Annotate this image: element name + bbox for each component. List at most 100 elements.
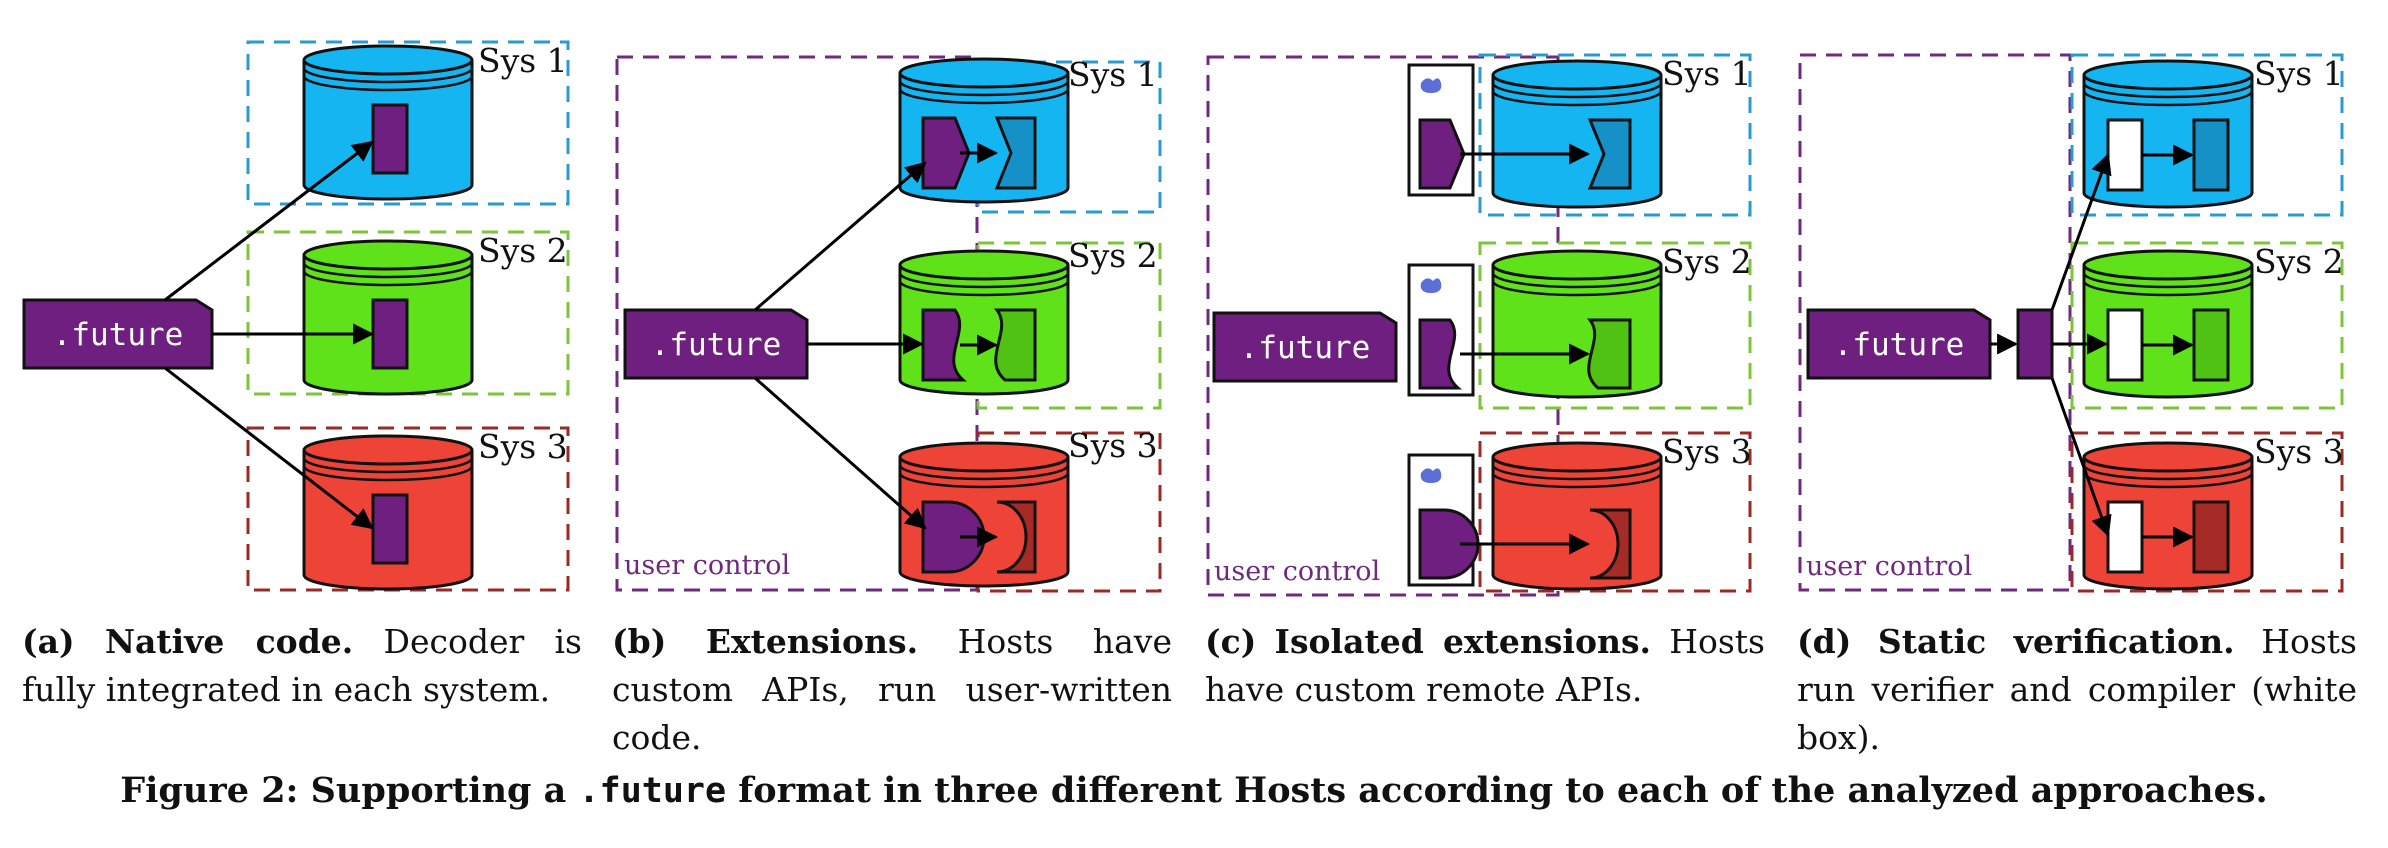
api-socket-b-2 bbox=[993, 308, 1037, 382]
cylinder-ring bbox=[2082, 280, 2254, 297]
extension-plug-b-2 bbox=[921, 308, 967, 382]
sys-label-a-2: Sys 2 bbox=[478, 231, 568, 270]
sys-boundary-d-3 bbox=[2070, 431, 2344, 593]
api-socket-c-1 bbox=[1587, 118, 1632, 190]
sys-label-d-2: Sys 2 bbox=[2254, 242, 2344, 281]
sys-label-c-1: Sys 1 bbox=[1662, 54, 1752, 93]
cylinder-ring bbox=[1491, 472, 1663, 489]
arrow-a-1 bbox=[164, 140, 374, 302]
cylinder-body bbox=[1491, 457, 1663, 591]
cylinder-ring bbox=[1491, 82, 1663, 99]
future-box-d bbox=[1806, 308, 1992, 380]
panel-d-tag: (d) bbox=[1797, 622, 1852, 661]
cylinder-ring bbox=[898, 80, 1070, 97]
cylinder-top bbox=[2082, 59, 2254, 91]
extension-plug-c-3 bbox=[1418, 508, 1480, 580]
sys-label-b-2: Sys 2 bbox=[1068, 236, 1158, 275]
cylinder-ring bbox=[2082, 272, 2254, 289]
native-api-d-1 bbox=[2192, 118, 2230, 192]
sys-boundary-c-3 bbox=[1478, 431, 1752, 593]
api-socket-c-2 bbox=[1586, 318, 1632, 390]
api-socket-c-3 bbox=[1589, 508, 1632, 580]
cylinder-ring bbox=[2082, 82, 2254, 99]
cylinder-top bbox=[302, 239, 474, 271]
panel-a-text: Decoder is fully integrated in each syst… bbox=[22, 622, 582, 709]
compiled-code-d-1 bbox=[2106, 118, 2144, 192]
decoder-a-2 bbox=[371, 298, 409, 370]
sys-label-d-1: Sys 1 bbox=[2254, 54, 2344, 93]
sys-boundary-c-2 bbox=[1478, 241, 1752, 410]
sys-label-c-2: Sys 2 bbox=[1662, 242, 1752, 281]
compiled-code-d-3 bbox=[2106, 500, 2144, 574]
cylinder-ring bbox=[1491, 464, 1663, 481]
cylinder-ring bbox=[302, 67, 474, 84]
arrow-a-3 bbox=[164, 366, 374, 530]
sys-label-d-3: Sys 3 bbox=[2254, 432, 2344, 471]
cylinder-top bbox=[302, 44, 474, 76]
panel-a-tag: (a) bbox=[22, 622, 75, 661]
arrow-b-1 bbox=[754, 161, 927, 312]
cylinder-ring bbox=[898, 272, 1070, 289]
cylinder-top bbox=[898, 57, 1070, 89]
future-box-c-label: .future bbox=[1240, 330, 1371, 366]
cylinder-ring bbox=[302, 465, 474, 482]
cylinder-ring bbox=[1491, 90, 1663, 107]
future-box-b bbox=[623, 308, 809, 380]
cylinder-body bbox=[1491, 265, 1663, 399]
cylinder-top bbox=[1491, 249, 1663, 281]
user-control-label-d: user control bbox=[1806, 551, 1972, 582]
sys-label-a-1: Sys 1 bbox=[478, 41, 568, 80]
future-box-c bbox=[1212, 311, 1398, 383]
panel-a-title: Native code. bbox=[104, 622, 354, 661]
panel-caption-c: (c) Isolated extensions. Hosts have cust… bbox=[1205, 618, 1765, 714]
sys-boundary-d-1 bbox=[2070, 53, 2344, 217]
panel-d-text: Hosts run verifier and compiler (white b… bbox=[1797, 622, 2357, 757]
cylinder-top bbox=[898, 249, 1070, 281]
sys-boundary-b-1 bbox=[976, 60, 1162, 214]
arrow-d-1 bbox=[2050, 153, 2112, 311]
sys-boundary-a-1 bbox=[246, 40, 570, 206]
panel-caption-a: (a) Native code. Decoder is fully integr… bbox=[22, 618, 582, 714]
cylinder-top bbox=[302, 434, 474, 466]
cylinder-ring bbox=[2082, 464, 2254, 481]
verifier-d bbox=[2016, 308, 2054, 380]
database-c-2 bbox=[1491, 249, 1663, 399]
user-control-boundary-d bbox=[1798, 53, 2072, 592]
sys-label-c-3: Sys 3 bbox=[1662, 432, 1752, 471]
panel-caption-b: (b) Extensions. Hosts have custom APIs, … bbox=[612, 618, 1172, 762]
sys-label-a-3: Sys 3 bbox=[478, 427, 568, 466]
native-api-d-2 bbox=[2192, 308, 2230, 382]
panel-c-tag: (c) bbox=[1205, 622, 1257, 661]
cylinder-ring bbox=[302, 270, 474, 287]
extension-plug-c-2 bbox=[1418, 318, 1463, 390]
panel-b-tag: (b) bbox=[612, 622, 667, 661]
cylinder-ring bbox=[2082, 472, 2254, 489]
cylinder-ring bbox=[302, 75, 474, 92]
panel-b-text: Hosts have custom APIs, run user-written… bbox=[612, 622, 1172, 757]
decoder-a-3 bbox=[371, 493, 409, 565]
figure-caption-prefix: Figure 2: Supporting a bbox=[120, 770, 567, 811]
container-icon bbox=[1420, 78, 1442, 93]
cylinder-top bbox=[1491, 59, 1663, 91]
arrow-b-3 bbox=[754, 376, 927, 530]
future-box-a-label: .future bbox=[53, 317, 184, 353]
api-socket-b-1 bbox=[994, 116, 1037, 190]
cylinder-ring bbox=[898, 280, 1070, 297]
panel-caption-d: (d) Static verification. Hosts run verif… bbox=[1797, 618, 2357, 762]
api-socket-b-3 bbox=[996, 500, 1037, 574]
sys-boundary-a-3 bbox=[246, 426, 570, 592]
database-c-3 bbox=[1491, 441, 1663, 591]
cylinder-ring bbox=[302, 457, 474, 474]
arrow-d-3 bbox=[2050, 377, 2112, 537]
extension-plug-c-1 bbox=[1418, 118, 1466, 190]
cylinder-ring bbox=[898, 472, 1070, 489]
cylinder-top bbox=[2082, 249, 2254, 281]
user-control-label-b: user control bbox=[624, 550, 790, 581]
container-icon bbox=[1420, 278, 1442, 293]
future-box-d-label: .future bbox=[1834, 327, 1965, 363]
sys-boundary-c-1 bbox=[1478, 53, 1752, 217]
sys-label-b-1: Sys 1 bbox=[1068, 55, 1158, 94]
cylinder-body bbox=[1491, 75, 1663, 209]
sys-boundary-a-2 bbox=[246, 230, 570, 396]
